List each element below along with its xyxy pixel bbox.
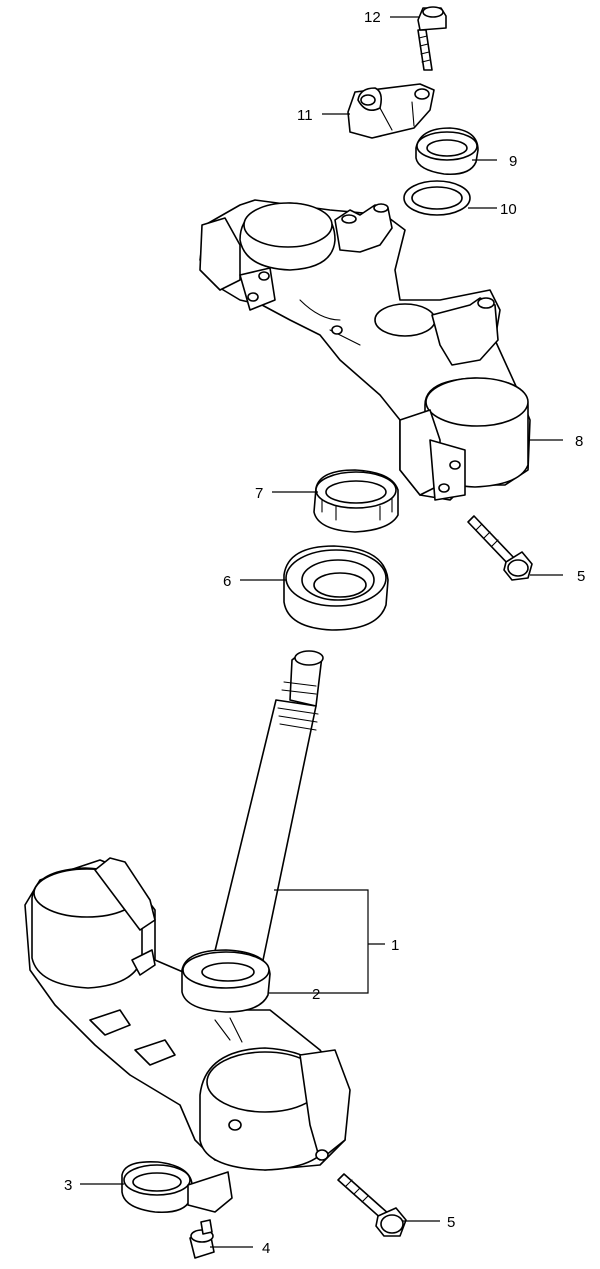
- callout-8: 8: [575, 433, 583, 450]
- part-6-bearing: [283, 545, 389, 631]
- callout-6: 6: [223, 573, 231, 590]
- callout-12: 12: [364, 9, 381, 26]
- part-5-bolt-upper: [467, 515, 533, 581]
- part-10-washer: [403, 180, 471, 216]
- callout-3: 3: [64, 1177, 72, 1194]
- callout-9: 9: [509, 153, 517, 170]
- part-12-bolt: [417, 6, 447, 71]
- part-1-steering-stem: [24, 650, 351, 1171]
- part-9-bush: [415, 127, 479, 176]
- callout-2: 2: [312, 986, 320, 1003]
- callout-4: 4: [262, 1240, 270, 1257]
- callout-labels: 12 11 9 10 8 7 5 6 1 2 3 5 4: [64, 9, 585, 1257]
- callout-11: 11: [297, 107, 313, 124]
- part-11-handlebar-holder: [347, 83, 435, 139]
- callout-5-upper: 5: [577, 568, 585, 585]
- callout-1: 1: [391, 937, 399, 954]
- callout-10: 10: [500, 201, 517, 218]
- callout-5-lower: 5: [447, 1214, 455, 1231]
- part-4-small-bolt: [189, 1219, 215, 1259]
- part-5-bolt-lower: [337, 1173, 407, 1237]
- part-2-dust-seal: [181, 949, 271, 1013]
- part-7-stem-nut: [313, 469, 399, 533]
- part-3-clamp: [121, 1160, 233, 1214]
- callout-7: 7: [255, 485, 263, 502]
- leader-lines: [80, 16, 563, 1248]
- part-8-upper-bracket: [199, 199, 531, 501]
